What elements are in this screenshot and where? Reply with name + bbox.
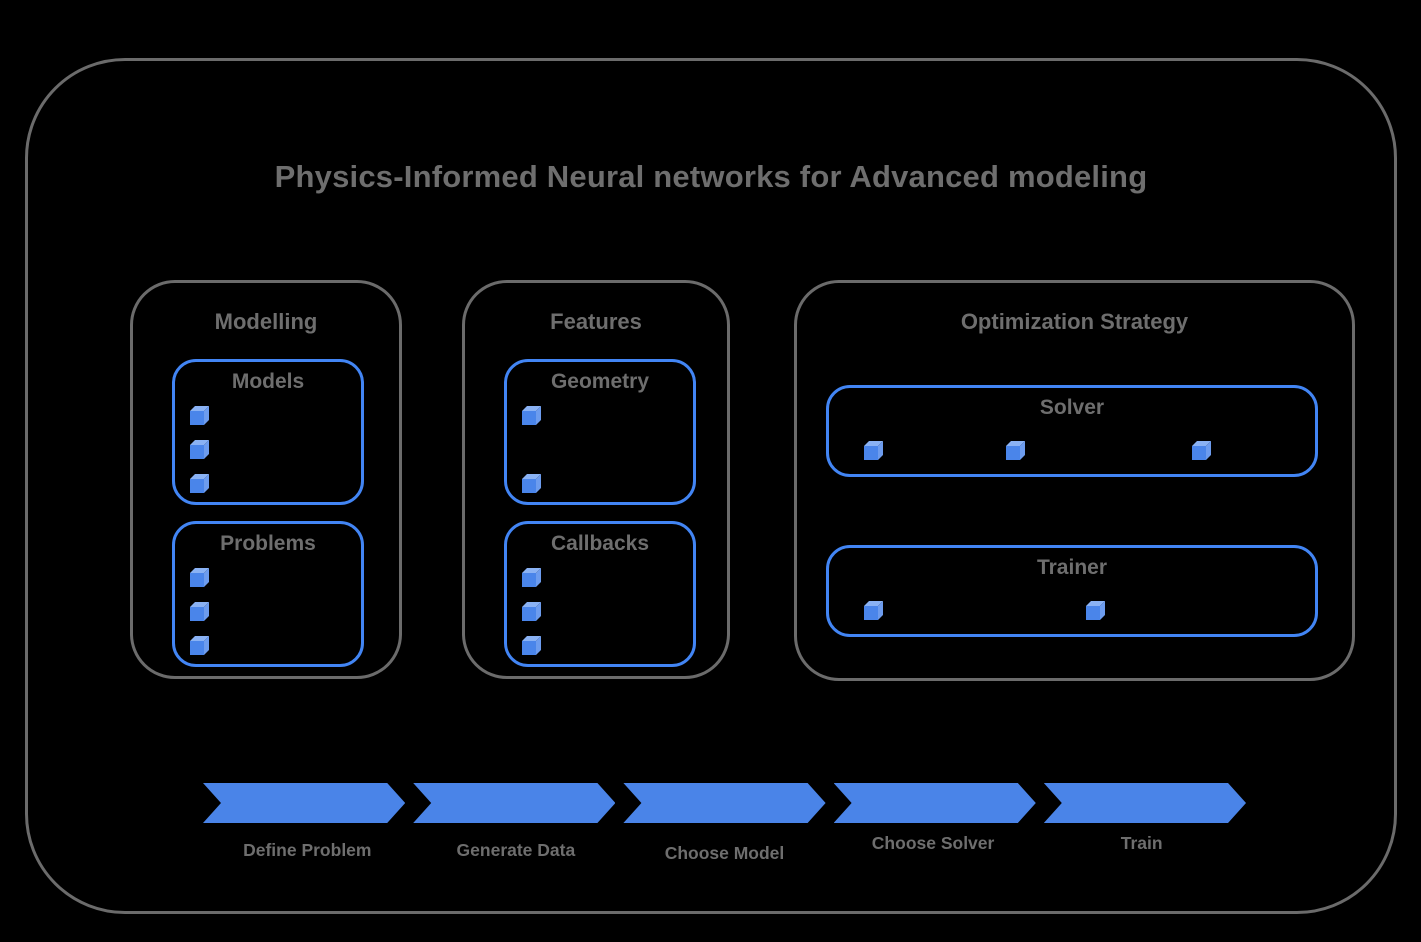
chevron-arrow-icon <box>1044 783 1246 823</box>
models-bullet-list <box>190 411 204 493</box>
box-solver: Solver <box>826 385 1318 477</box>
chevron-arrow-icon <box>834 783 1036 823</box>
chevron-arrow-icon <box>413 783 615 823</box>
box-problems: Problems <box>172 521 364 667</box>
box-solver-title: Solver <box>1039 396 1105 419</box>
pipeline-step-label: Generate Data <box>456 840 576 860</box>
section-modelling: Modelling Models Problems <box>130 280 402 679</box>
cube-bullet-icon <box>1006 446 1020 460</box>
section-optimization-strategy: Optimization Strategy Solver Trainer <box>794 280 1355 681</box>
cube-bullet-icon <box>864 446 878 460</box>
cube-bullet-icon <box>522 573 536 587</box>
box-callbacks: Callbacks <box>504 521 696 667</box>
pipeline-arrows <box>203 783 1246 823</box>
trainer-bullet-list <box>829 548 1315 634</box>
box-trainer-title: Trainer <box>1036 556 1108 579</box>
cube-bullet-icon <box>522 411 536 425</box>
cube-bullet-icon <box>190 607 204 621</box>
chevron-arrow-icon <box>203 783 405 823</box>
problems-bullet-list <box>190 573 204 655</box>
pipeline-step-label: Train <box>1120 833 1163 853</box>
solver-bullet-list <box>829 388 1315 474</box>
cube-bullet-icon <box>190 445 204 459</box>
box-models: Models <box>172 359 364 505</box>
box-geometry-title: Geometry <box>550 370 650 393</box>
geometry-bullet-list <box>522 411 536 493</box>
box-trainer: Trainer <box>826 545 1318 637</box>
box-models-title: Models <box>231 370 305 393</box>
cube-bullet-icon <box>190 411 204 425</box>
section-modelling-title: Modelling <box>214 309 318 334</box>
cube-bullet-icon <box>190 641 204 655</box>
cube-bullet-icon <box>522 479 536 493</box>
section-features: Features Geometry Callbacks <box>462 280 730 679</box>
callbacks-bullet-list <box>522 573 536 655</box>
section-optimization-title: Optimization Strategy <box>960 309 1189 334</box>
box-geometry: Geometry <box>504 359 696 505</box>
chevron-arrow-icon <box>623 783 825 823</box>
pipeline-step-labels: Define Problem Generate Data Choose Mode… <box>203 831 1246 864</box>
pipeline-step-label: Choose Model <box>664 843 785 863</box>
cube-bullet-icon <box>1192 446 1206 460</box>
box-problems-title: Problems <box>220 532 316 555</box>
cube-bullet-icon <box>522 607 536 621</box>
cube-bullet-icon <box>864 606 878 620</box>
pipeline-step-label: Define Problem <box>243 840 372 860</box>
pipeline-step-label: Choose Solver <box>871 833 995 853</box>
cube-bullet-icon <box>522 641 536 655</box>
cube-bullet-icon <box>190 479 204 493</box>
cube-bullet-icon <box>1086 606 1100 620</box>
outer-container: Physics-Informed Neural networks for Adv… <box>25 58 1397 914</box>
box-callbacks-title: Callbacks <box>550 532 650 555</box>
page-title: Physics-Informed Neural networks for Adv… <box>274 159 1148 194</box>
section-features-title: Features <box>550 309 642 334</box>
cube-bullet-icon <box>190 573 204 587</box>
